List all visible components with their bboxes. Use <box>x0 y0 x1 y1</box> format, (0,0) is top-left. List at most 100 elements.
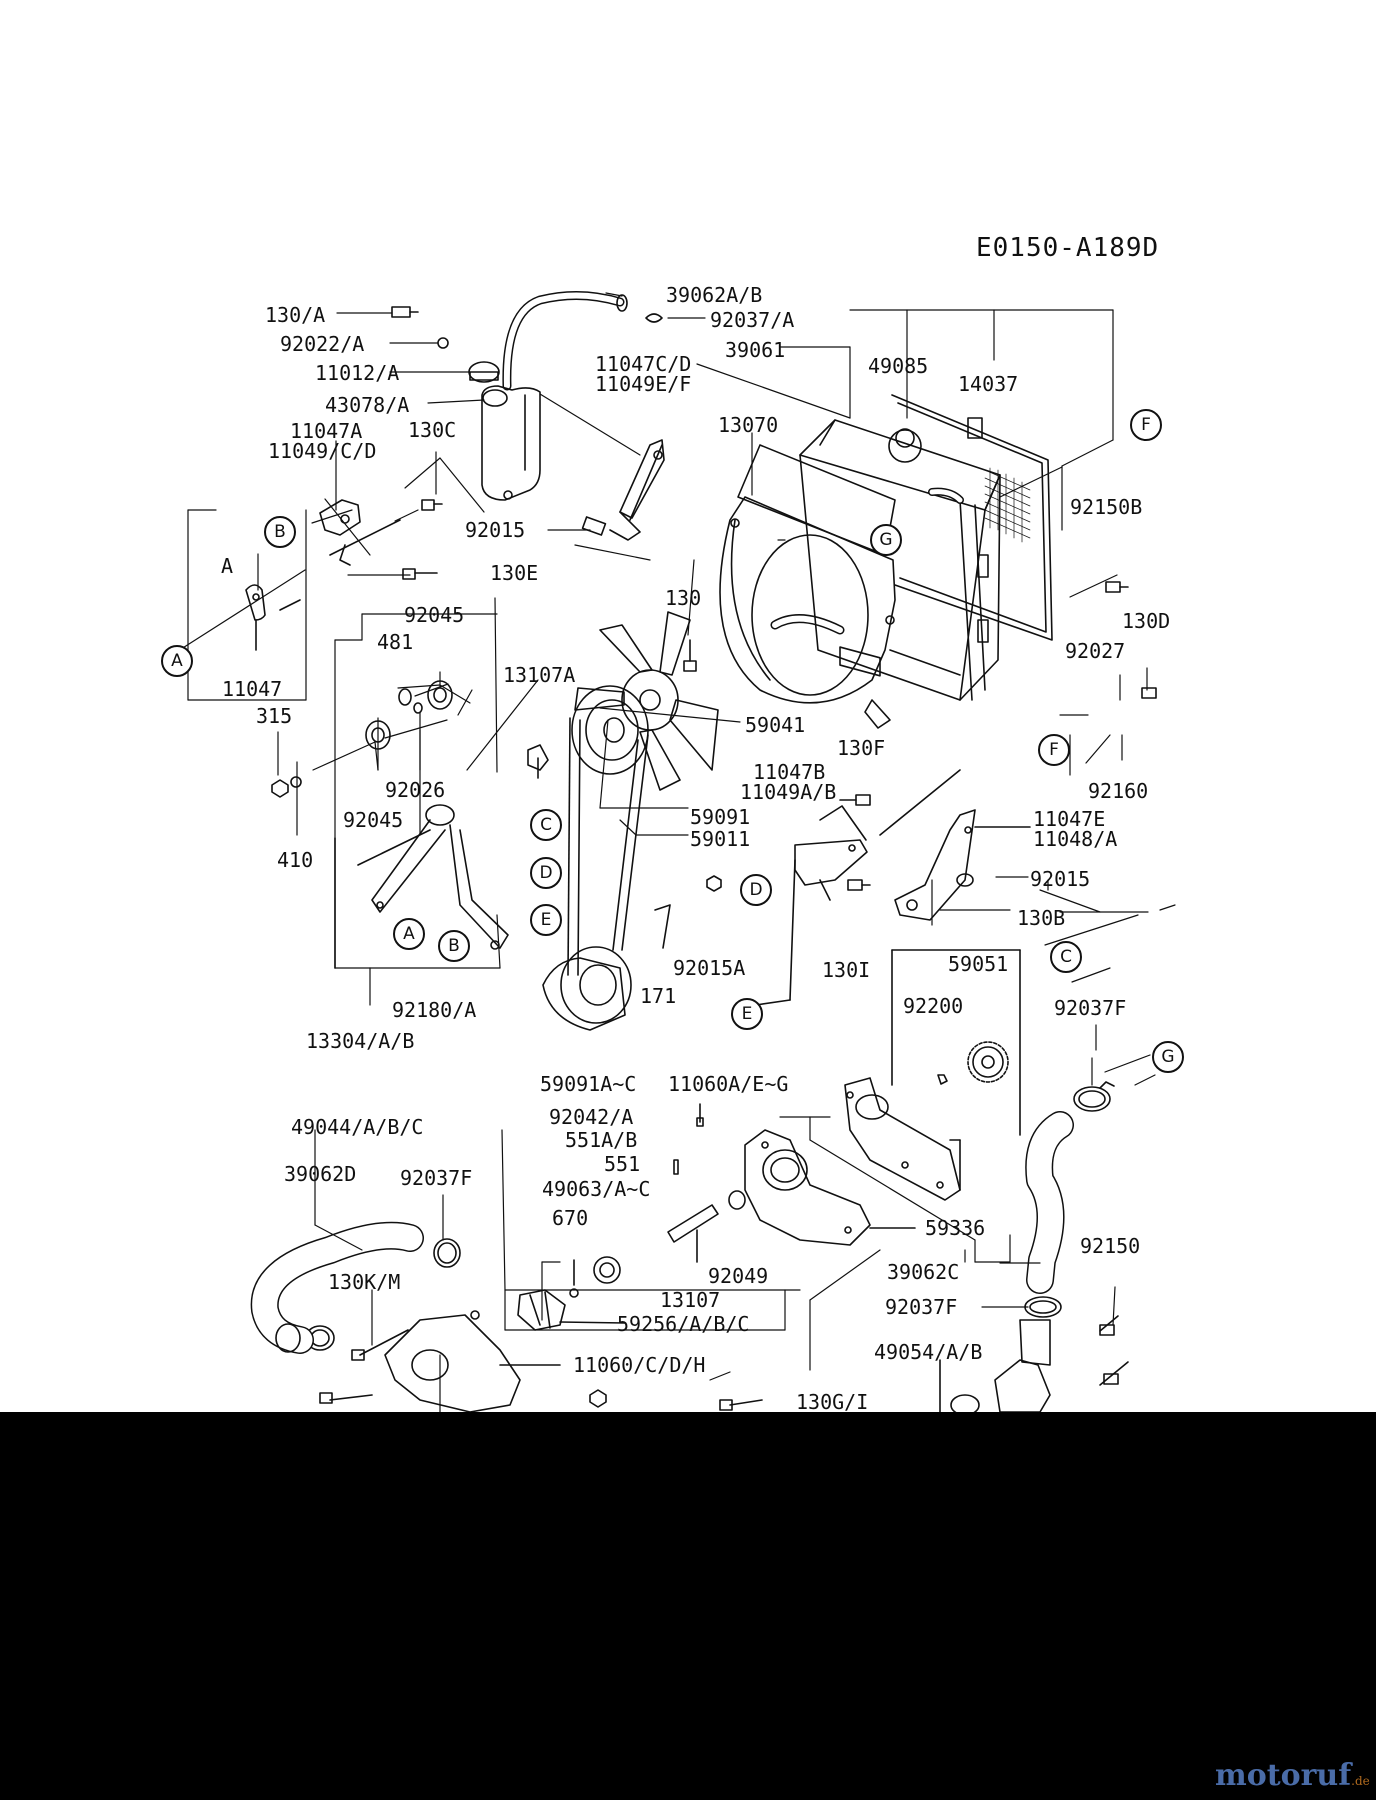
part-label[interactable]: 11047B <box>753 760 826 784</box>
part-label[interactable]: 59336 <box>925 1216 986 1240</box>
part-label[interactable]: 410 <box>277 848 314 872</box>
part-label[interactable]: 130/A <box>265 303 326 327</box>
part-label[interactable]: 39061 <box>725 338 786 362</box>
part-label[interactable]: 130D <box>1122 609 1171 633</box>
part-label[interactable]: 92150B <box>1070 495 1143 519</box>
part-label[interactable]: 130B <box>1017 906 1066 930</box>
part-label[interactable]: 670 <box>552 1206 589 1230</box>
reference-marker[interactable]: B <box>264 516 296 548</box>
part-label[interactable]: 11047A <box>290 419 363 443</box>
part-label[interactable]: 11048/A <box>1033 827 1118 851</box>
shaft-13107-drawing <box>668 1104 718 1262</box>
bracket-11047cd-drawing <box>610 440 664 540</box>
reference-marker[interactable]: G <box>870 524 902 556</box>
part-label[interactable]: 551 <box>604 1152 641 1176</box>
part-label[interactable]: 130 <box>665 586 702 610</box>
part-label[interactable]: 11060A/E~G <box>668 1072 789 1096</box>
part-label[interactable]: 92045 <box>404 603 465 627</box>
reference-marker[interactable]: F <box>1130 409 1162 441</box>
part-label[interactable]: 92180/A <box>392 998 477 1022</box>
part-label[interactable]: 130G/I <box>796 1390 869 1412</box>
reference-marker[interactable]: E <box>530 904 562 936</box>
part-label[interactable]: 13304/A/B <box>306 1029 415 1053</box>
part-label[interactable]: 315 <box>256 704 293 728</box>
part-label[interactable]: 59011 <box>690 827 751 851</box>
part-label[interactable]: 13070 <box>718 413 779 437</box>
part-label[interactable]: 92015 <box>1030 867 1091 891</box>
reference-marker[interactable]: F <box>1038 734 1070 766</box>
part-label[interactable]: 11049A/B <box>740 780 837 804</box>
part-label[interactable]: 130I <box>822 958 871 982</box>
part-label[interactable]: 59091 <box>690 805 751 829</box>
nut-92015a-drawing <box>655 876 721 948</box>
top-bolts-drawing <box>392 307 662 382</box>
reference-marker[interactable]: D <box>530 857 562 889</box>
part-label[interactable]: 92027 <box>1065 639 1126 663</box>
part-label[interactable]: 59091A~C <box>540 1072 637 1096</box>
fan-drawing <box>575 612 718 790</box>
radiator-screen-drawing <box>892 395 1052 640</box>
reference-marker[interactable]: E <box>731 998 763 1030</box>
part-label[interactable]: 92045 <box>343 808 404 832</box>
part-label[interactable]: 39062C <box>887 1260 960 1284</box>
part-label[interactable]: 481 <box>377 630 414 654</box>
part-label[interactable]: 92037/A <box>710 308 795 332</box>
reference-marker[interactable]: G <box>1152 1041 1184 1073</box>
part-label[interactable]: 171 <box>640 984 677 1008</box>
part-label[interactable]: 11047E <box>1033 807 1106 831</box>
reference-marker[interactable]: C <box>530 809 562 841</box>
part-label[interactable]: 11049/C/D <box>268 439 377 463</box>
part-label[interactable]: 49085 <box>868 354 929 378</box>
part-label[interactable]: 11012/A <box>315 361 400 385</box>
part-label[interactable]: 59041 <box>745 713 806 737</box>
reservoir-tank-drawing <box>482 386 540 500</box>
upper-hose-drawing <box>507 295 627 386</box>
part-label[interactable]: 14037 <box>958 372 1019 396</box>
part-label[interactable]: 92042/A <box>549 1105 634 1129</box>
gasket-11060a-drawing <box>845 1078 960 1200</box>
part-label[interactable]: 92022/A <box>280 332 365 356</box>
tensioner-arm-drawing <box>335 805 508 968</box>
seal-49063-drawing <box>570 1257 620 1297</box>
reference-marker[interactable]: A <box>393 918 425 950</box>
reference-marker[interactable]: C <box>1050 941 1082 973</box>
part-label[interactable]: 11047 <box>222 677 283 701</box>
reference-marker[interactable]: B <box>438 930 470 962</box>
part-label[interactable]: 49063/A~C <box>542 1177 651 1201</box>
part-label[interactable]: 92160 <box>1088 779 1149 803</box>
part-label[interactable]: 11060/C/D/H <box>573 1353 706 1377</box>
part-label[interactable]: 49044/A/B/C <box>291 1115 424 1139</box>
leader-lines <box>178 293 1117 1005</box>
part-label[interactable]: 92026 <box>385 778 446 802</box>
part-label[interactable]: 92037F <box>1054 996 1127 1020</box>
part-label[interactable]: 130F <box>837 736 886 760</box>
thermostat-housing-drawing <box>940 1320 1050 1412</box>
part-label[interactable]: 551A/B <box>565 1128 638 1152</box>
part-label[interactable]: 59256/A/B/C <box>617 1312 750 1336</box>
part-label[interactable]: 49054/A/B <box>874 1340 983 1364</box>
part-label[interactable]: 11049E/F <box>595 372 692 396</box>
idler-13107a-drawing <box>528 745 548 778</box>
part-label[interactable]: 130E <box>490 561 539 585</box>
part-label[interactable]: 92037F <box>400 1166 473 1190</box>
part-label[interactable]: 39062D <box>284 1162 357 1186</box>
part-label[interactable]: 130K/M <box>328 1270 401 1294</box>
diagram-code: E0150-A189D <box>976 233 1160 263</box>
part-label[interactable]: 13107 <box>660 1288 721 1312</box>
part-label[interactable]: 92150 <box>1080 1234 1141 1258</box>
reference-marker[interactable]: A <box>161 645 193 677</box>
part-label[interactable]: 39062A/B <box>666 283 763 307</box>
part-label[interactable]: 11047C/D <box>595 352 692 376</box>
part-label[interactable]: 59051 <box>948 952 1009 976</box>
reference-marker[interactable]: D <box>740 874 772 906</box>
exploded-parts-drawing <box>0 0 1376 1412</box>
part-label[interactable]: 92037F <box>885 1295 958 1319</box>
part-label[interactable]: 13107A <box>503 663 576 687</box>
part-label[interactable]: 130C <box>408 418 457 442</box>
water-pump-housing-drawing <box>729 1130 915 1245</box>
part-label[interactable]: 92015A <box>673 956 746 980</box>
part-label[interactable]: 92049 <box>708 1264 769 1288</box>
part-label[interactable]: 92200 <box>903 994 964 1018</box>
part-label[interactable]: 43078/A <box>325 393 410 417</box>
part-label[interactable]: 92015 <box>465 518 526 542</box>
